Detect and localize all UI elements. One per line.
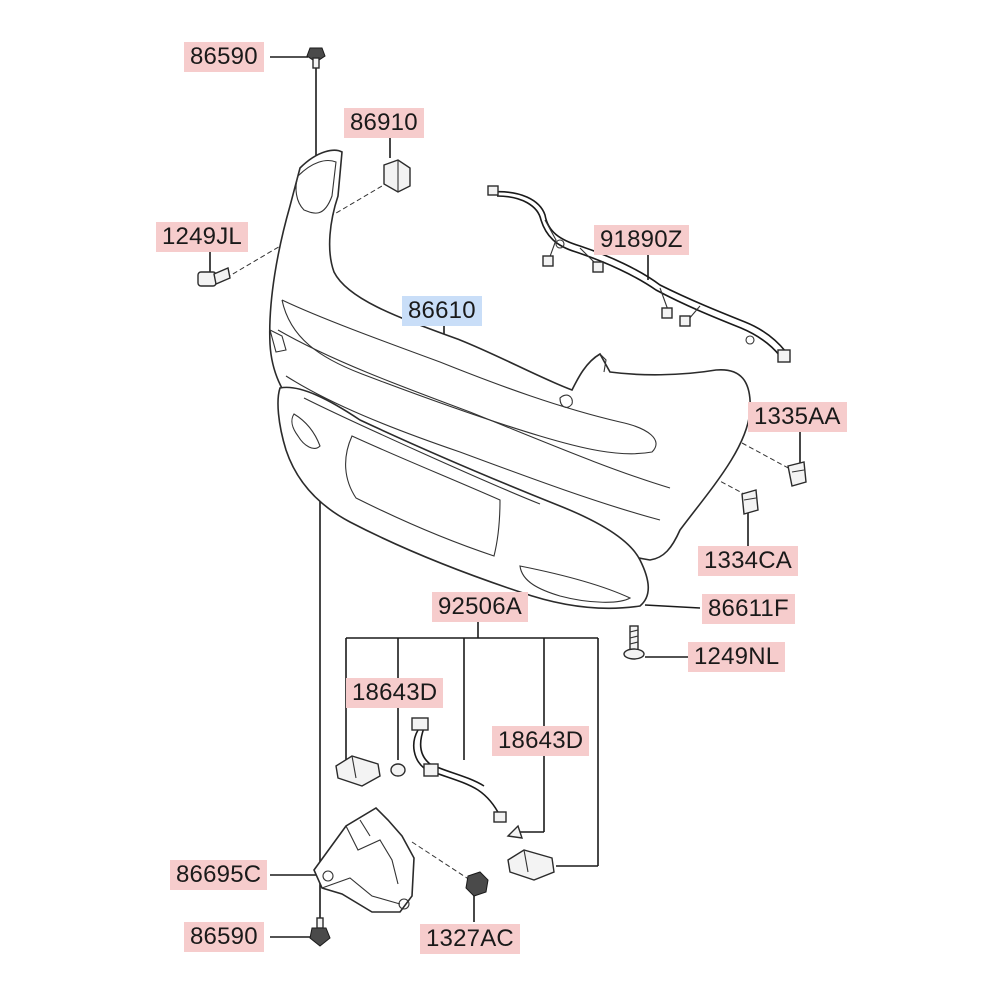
part-label-86910[interactable]: 86910 xyxy=(344,108,424,138)
nut-1327AC xyxy=(465,871,489,897)
part-label-1334CA[interactable]: 1334CA xyxy=(698,546,798,576)
part-label-86610[interactable]: 86610 xyxy=(402,296,482,326)
wiring-harness-91890Z xyxy=(487,185,791,363)
screw-86590-top xyxy=(306,47,326,69)
part-label-1249NL[interactable]: 1249NL xyxy=(688,642,786,672)
part-label-86590-top[interactable]: 86590 xyxy=(184,42,264,72)
bracket-86695C xyxy=(313,806,415,913)
clip-1334CA xyxy=(741,489,759,515)
part-label-1335AA[interactable]: 1335AA xyxy=(748,402,847,432)
part-label-86590-bottom[interactable]: 86590 xyxy=(184,922,264,952)
screw-86590-bottom xyxy=(309,917,331,947)
lamp-harness xyxy=(411,717,507,823)
grommet-18643D-right xyxy=(506,824,524,839)
part-label-91890Z[interactable]: 91890Z xyxy=(594,225,689,255)
screw-1249NL xyxy=(623,625,645,660)
clip-1335AA xyxy=(787,461,807,487)
license-lamp-left xyxy=(335,755,381,787)
part-label-92506A[interactable]: 92506A xyxy=(432,592,528,622)
part-label-1249JL[interactable]: 1249JL xyxy=(156,222,248,252)
part-label-86611F[interactable]: 86611F xyxy=(702,594,795,624)
grommet-18643D-left xyxy=(390,763,406,777)
license-lamp-right xyxy=(507,849,555,881)
part-label-18643D-right[interactable]: 18643D xyxy=(492,726,590,756)
part-label-1327AC[interactable]: 1327AC xyxy=(420,924,520,954)
part-label-86695C[interactable]: 86695C xyxy=(170,860,268,890)
clip-86910 xyxy=(383,159,411,193)
bolt-1249JL xyxy=(197,267,231,287)
lower-cover-86611F xyxy=(277,386,650,610)
part-label-18643D-left[interactable]: 18643D xyxy=(346,678,444,708)
